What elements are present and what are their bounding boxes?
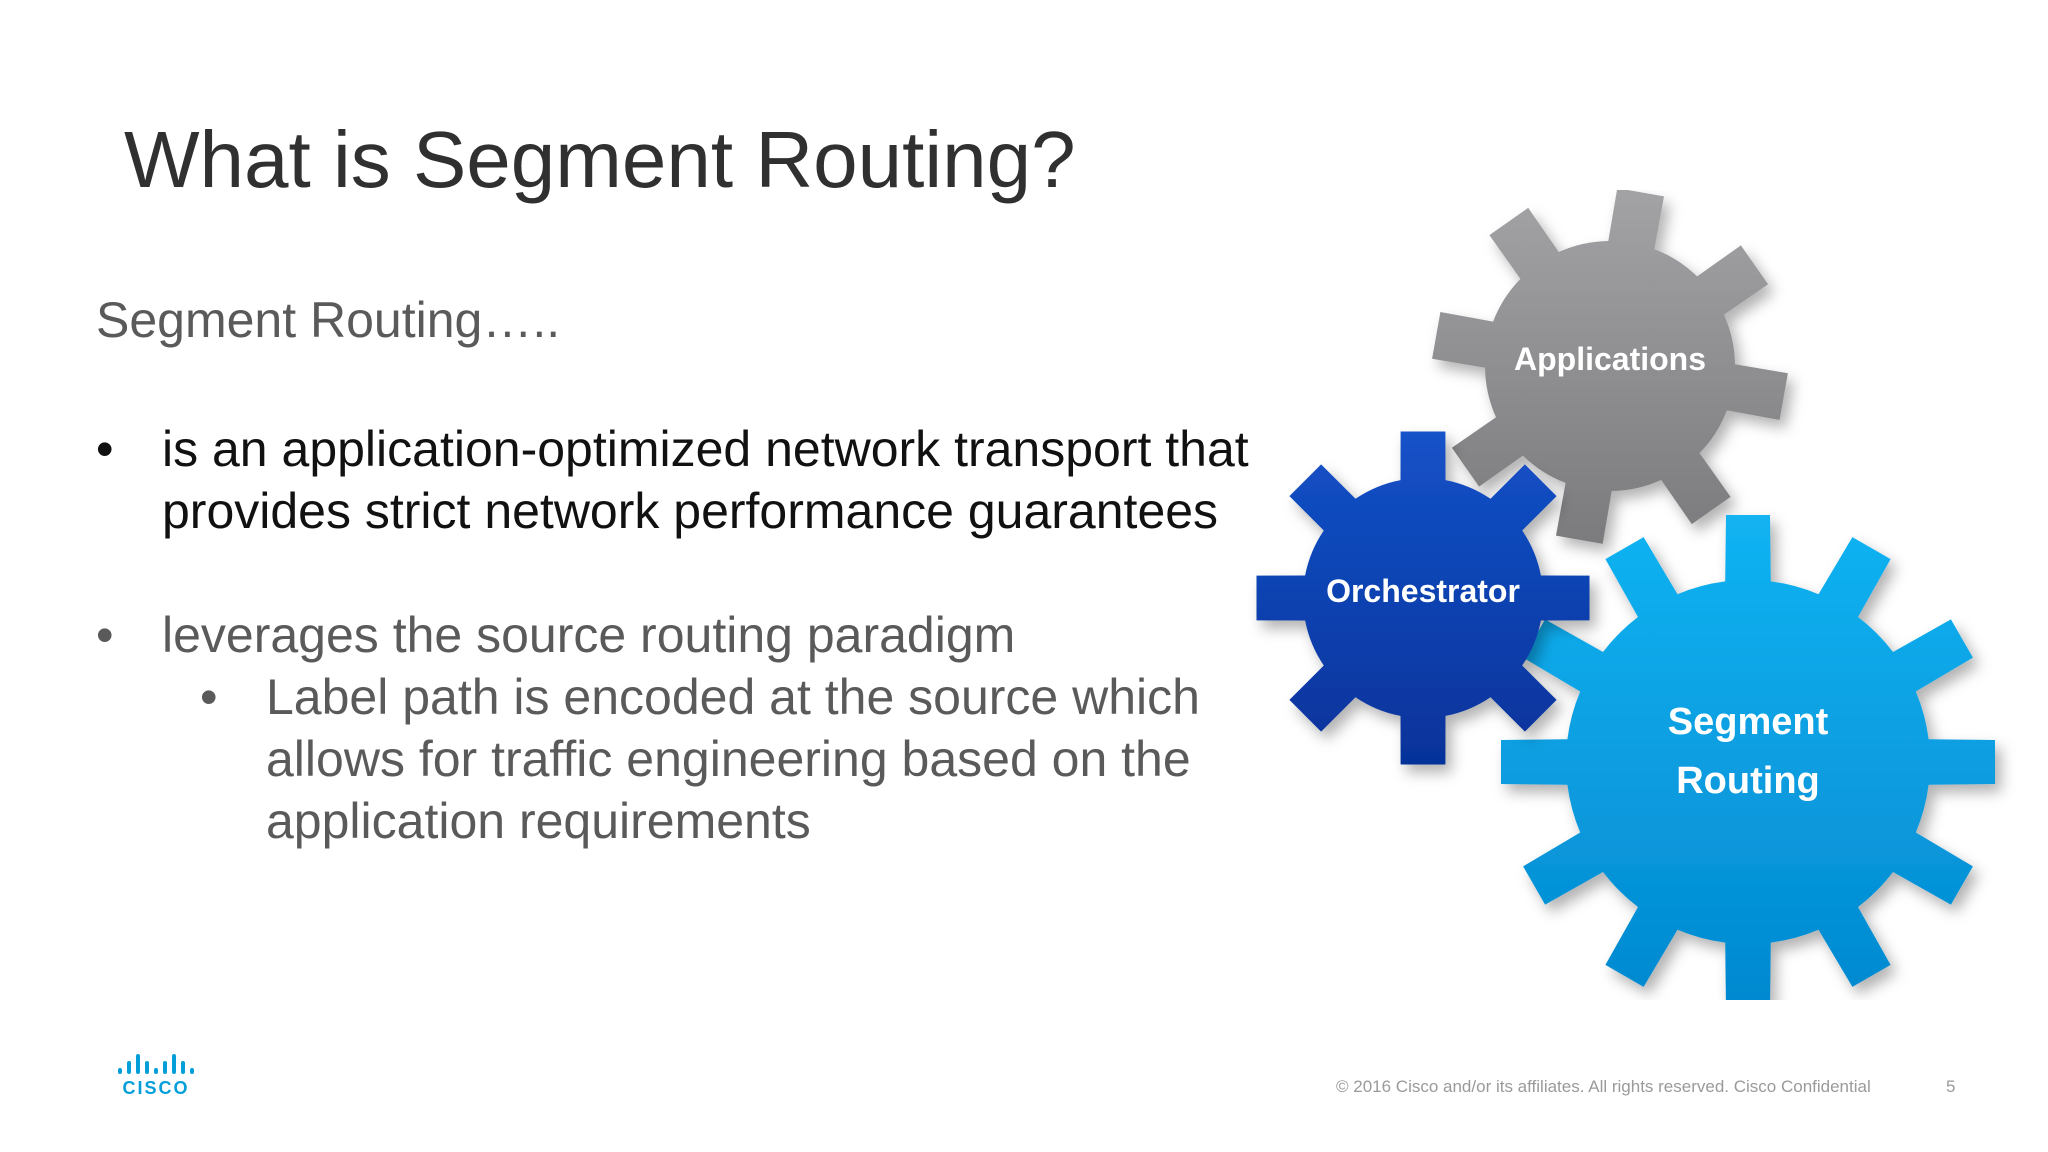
sub-bullet-1: • Label path is encoded at the source wh… <box>200 666 1260 852</box>
slide-title: What is Segment Routing? <box>124 115 1076 204</box>
sub-bullet-1-text: Label path is encoded at the source whic… <box>266 669 1200 849</box>
cisco-logo-bar <box>154 1068 158 1074</box>
bullet-marker: • <box>200 669 218 725</box>
intro-text: Segment Routing….. <box>96 292 561 348</box>
bullet-2-text: leverages the source routing paradigm <box>162 607 1016 663</box>
bullet-marker: • <box>96 421 114 477</box>
applications-gear: Applications <box>1432 190 1788 544</box>
cisco-logo-bar <box>145 1061 149 1074</box>
cisco-logo-bar <box>172 1054 176 1074</box>
bullet-2: • leverages the source routing paradigm <box>96 604 1306 666</box>
cisco-logo-bar <box>190 1068 194 1074</box>
segment-routing-gear: Segment Routing <box>1501 515 1995 1000</box>
cisco-logo-text: CISCO <box>122 1078 189 1098</box>
cisco-logo-bar <box>181 1061 185 1074</box>
page-number: 5 <box>1946 1077 1956 1096</box>
bullet-marker: • <box>96 607 114 663</box>
cisco-logo-bar <box>118 1068 122 1074</box>
cisco-logo-bar <box>136 1054 140 1074</box>
segment-routing-gear-label-line2: Routing <box>1676 760 1820 802</box>
bullet-1: • is an application-optimized network tr… <box>96 418 1306 542</box>
gears-diagram: Applications Segment Routing Orchestrato… <box>1256 190 1995 1000</box>
applications-gear-label: Applications <box>1514 341 1706 377</box>
cisco-logo-bar <box>163 1061 167 1074</box>
cisco-logo: CISCO <box>118 1054 194 1098</box>
cisco-logo-bar <box>127 1061 131 1074</box>
segment-routing-gear-shape <box>1501 515 1995 1000</box>
bullet-1-text: is an application-optimized network tran… <box>162 421 1249 539</box>
applications-gear-shape <box>1432 190 1788 544</box>
segment-routing-gear-label-line1: Segment <box>1668 701 1829 743</box>
orchestrator-gear: Orchestrator <box>1256 431 1590 765</box>
orchestrator-gear-shape <box>1256 431 1590 765</box>
orchestrator-gear-label: Orchestrator <box>1326 573 1520 609</box>
footer-copyright: © 2016 Cisco and/or its affiliates. All … <box>1336 1077 1871 1096</box>
cisco-logo-bars <box>118 1054 194 1074</box>
